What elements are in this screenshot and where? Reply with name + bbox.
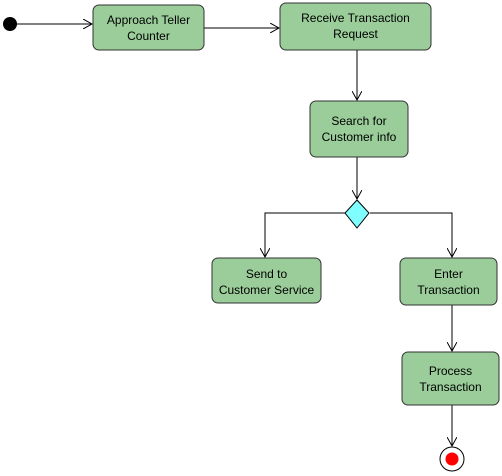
activity-label: Enter (434, 267, 463, 281)
activity-label: Receive Transaction (301, 11, 410, 25)
activity-label: Approach Teller (107, 13, 190, 27)
activity-process-transaction: Process Transaction (401, 351, 500, 406)
end-node (439, 446, 465, 472)
activity-approach-teller-counter: Approach Teller Counter (92, 4, 205, 51)
activity-send-to-customer-service: Send to Customer Service (211, 257, 322, 304)
activity-label: Counter (127, 29, 170, 43)
decision-node (344, 199, 370, 229)
activity-label: Transaction (419, 380, 481, 394)
activity-label: Request (333, 27, 378, 41)
activity-label: Send to (246, 267, 288, 281)
activity-label: Customer info (322, 130, 397, 144)
activity-label: Transaction (417, 283, 479, 297)
edge-decision-to-enter (370, 212, 452, 257)
edge-decision-to-send (265, 212, 345, 257)
activity-enter-transaction: Enter Transaction (399, 257, 498, 306)
activity-search-customer-info: Search for Customer info (309, 100, 409, 158)
activity-label: Process (429, 364, 472, 378)
edges (16, 24, 452, 446)
activity-receive-transaction-request: Receive Transaction Request (279, 2, 432, 51)
activity-label: Customer Service (219, 283, 315, 297)
activity-label: Search for (331, 114, 386, 128)
start-node (3, 17, 17, 31)
